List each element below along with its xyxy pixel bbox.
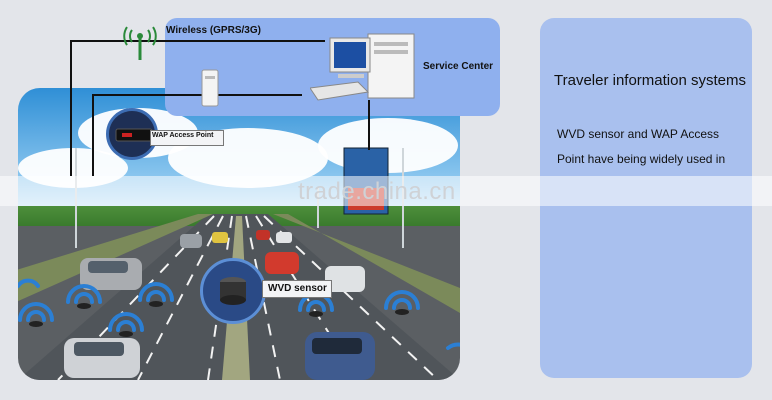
access-point-label: WAP Access Point xyxy=(152,132,214,139)
car-icon xyxy=(256,230,270,240)
info-panel-line-2: Point have being widely used in xyxy=(557,152,726,166)
wire xyxy=(368,100,370,150)
wire xyxy=(92,94,302,96)
service-center-label: Service Center xyxy=(423,61,494,72)
wire xyxy=(165,40,325,42)
antenna-icon xyxy=(123,26,157,60)
sensor-icon xyxy=(29,301,409,337)
wvd-sensor-label-box xyxy=(262,280,332,298)
car-icon xyxy=(305,332,375,380)
watermark-strip xyxy=(0,176,772,206)
highway-graphics xyxy=(18,147,460,380)
wireless-label: Wireless (GPRS/3G) xyxy=(166,25,261,36)
car-icon xyxy=(325,266,365,292)
watermark-text: trade.china.cn xyxy=(298,178,456,205)
info-panel-title: Traveler information systems xyxy=(554,72,746,89)
car-icon xyxy=(64,338,140,378)
car-icon xyxy=(265,252,299,274)
info-panel-line-1: WVD sensor and WAP Access xyxy=(557,127,720,141)
computer-icon xyxy=(310,33,415,101)
car-icon xyxy=(180,234,202,248)
wvd-sensor-label: WVD sensor xyxy=(268,283,327,294)
car-icon xyxy=(212,232,228,243)
wire xyxy=(70,40,72,176)
router-icon xyxy=(201,69,219,107)
car-icon xyxy=(276,232,292,243)
sensor-icon xyxy=(220,277,246,305)
access-point-label-box xyxy=(150,130,224,146)
road-scene xyxy=(18,88,460,380)
car-icon xyxy=(80,258,142,290)
access-point-icon xyxy=(115,128,153,142)
wifi-signal-icon xyxy=(18,278,460,350)
wire xyxy=(70,40,170,42)
wire xyxy=(92,94,94,176)
